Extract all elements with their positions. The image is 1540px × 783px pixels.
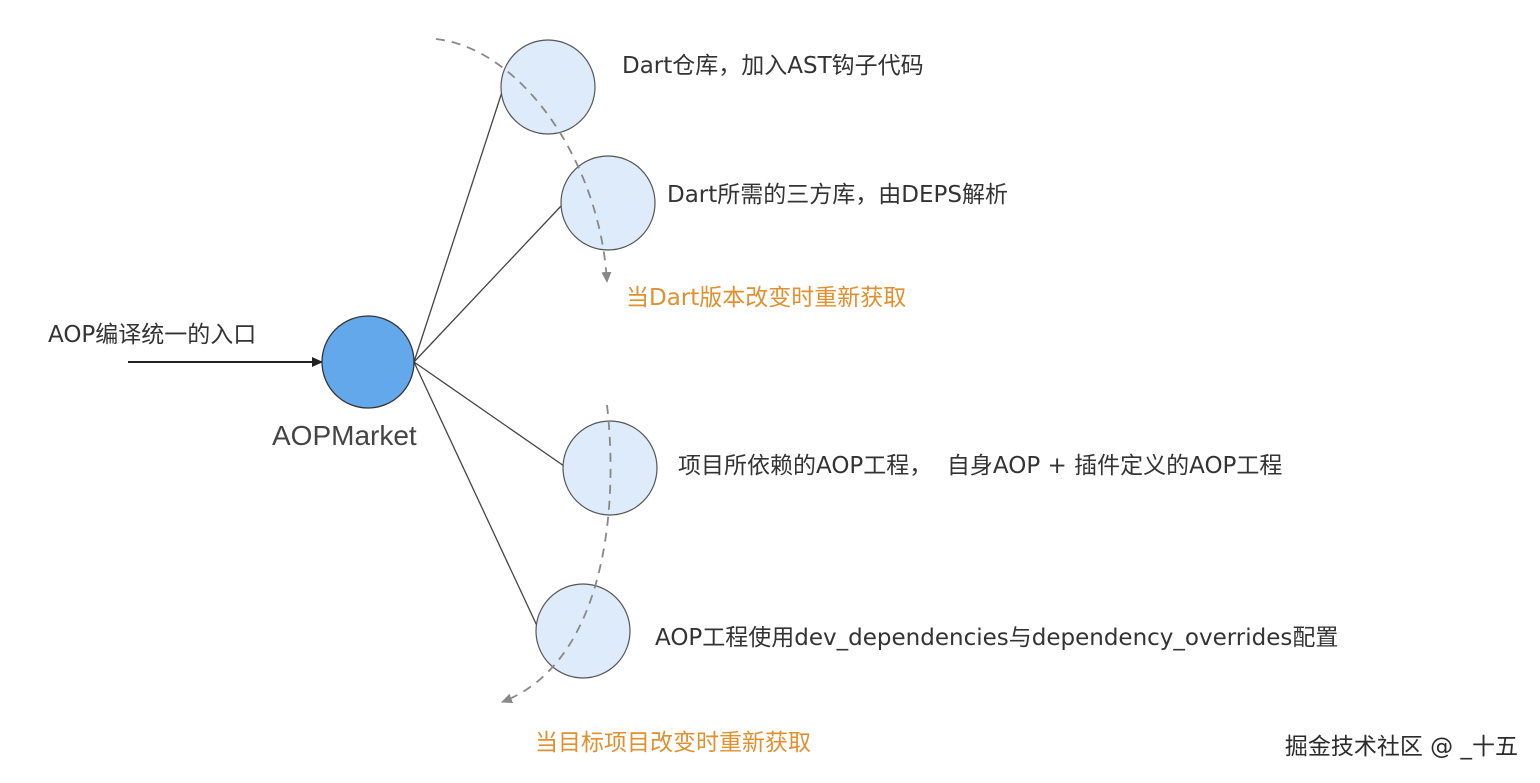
- project-change-dashed-arc: [501, 404, 612, 704]
- node-label-aop-projects: 项目所依赖的AOP工程， 自身AOP + 插件定义的AOP工程: [678, 453, 1282, 479]
- edge-hub-node-4: [413, 361, 539, 629]
- note-project-change: 当目标项目改变时重新获取: [535, 730, 811, 756]
- node-aop-projects: [562, 420, 658, 516]
- node-label-aop-config: AOP工程使用dev_dependencies与dependency_overr…: [655, 625, 1338, 651]
- node-label-dart-repo: Dart仓库，加入AST钩子代码: [622, 53, 924, 79]
- dart-change-dashed-arc: [435, 38, 612, 283]
- edge-hub-node-3: [413, 361, 565, 467]
- watermark: 掘金技术社区 @ _十五: [1285, 734, 1518, 760]
- node-aop-config: [535, 583, 631, 679]
- node-dart-repo: [500, 39, 596, 135]
- hub-node: [321, 315, 415, 409]
- node-label-dart-third-party: Dart所需的三方库，由DEPS解析: [667, 182, 1008, 208]
- hub-label: AOPMarket: [272, 420, 417, 451]
- entry-label: AOP编译统一的入口: [48, 322, 256, 348]
- edge-hub-node-2: [413, 204, 563, 363]
- node-dart-third-party: [560, 155, 656, 251]
- edge-hub-node-1: [413, 91, 503, 363]
- note-dart-change: 当Dart版本改变时重新获取: [626, 285, 906, 311]
